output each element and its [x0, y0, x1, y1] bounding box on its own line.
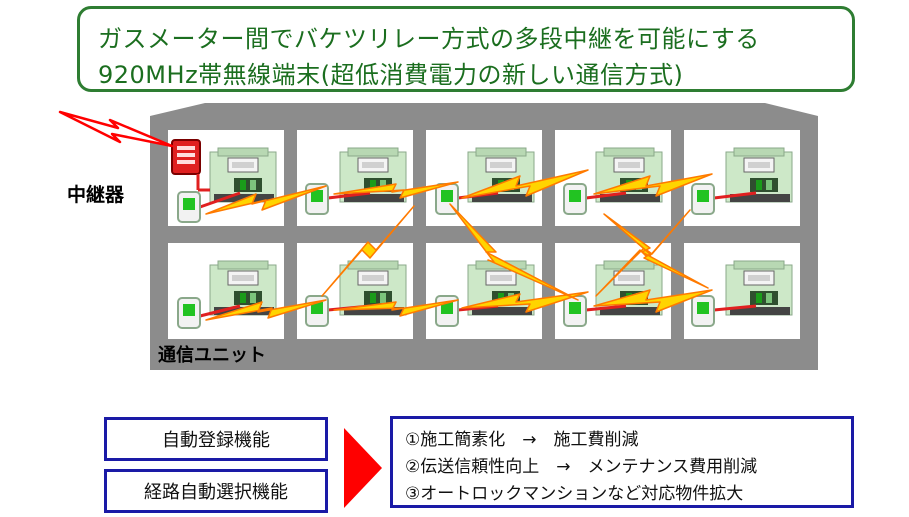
gas-meter — [209, 147, 277, 203]
comm-unit-icon — [691, 183, 715, 215]
arrow-right-icon — [344, 428, 382, 508]
gas-meter — [209, 260, 277, 316]
gas-meter — [595, 147, 663, 203]
list-item: ③オートロックマンションなど対応物件拡大 — [405, 484, 744, 504]
benefits-list: ①施工簡素化 → 施工費削減 ②伝送信頼性向上 → メンテナンス費用削減 ③オー… — [390, 416, 854, 508]
comm-unit-label: 通信ユニット — [158, 345, 266, 366]
incoming-signal-icon — [58, 110, 174, 148]
auto-registration-box: 自動登録機能 — [104, 417, 328, 461]
title-line-2: 920MHz帯無線端末(超低消費電力の新しい通信方式) — [98, 61, 684, 89]
repeater-icon — [171, 139, 210, 192]
comm-unit-icon — [177, 297, 201, 329]
comm-unit-icon — [563, 295, 587, 327]
comm-unit-icon — [177, 191, 201, 223]
title-line-1: ガスメーター間でバケツリレー方式の多段中継を可能にする — [98, 25, 760, 53]
title-box: ガスメーター間でバケツリレー方式の多段中継を可能にする 920MHz帯無線端末(… — [77, 6, 855, 92]
wireless-links — [205, 169, 713, 321]
list-item: ①施工簡素化 → 施工費削減 — [405, 430, 639, 450]
list-item: ②伝送信頼性向上 → メンテナンス費用削減 — [405, 457, 758, 477]
comm-unit-icon — [691, 295, 715, 327]
comm-unit-icon — [563, 183, 587, 215]
building-roof — [150, 103, 818, 116]
auto-route-selection-box: 経路自動選択機能 — [104, 469, 328, 513]
repeater-label: 中継器 — [67, 184, 125, 206]
